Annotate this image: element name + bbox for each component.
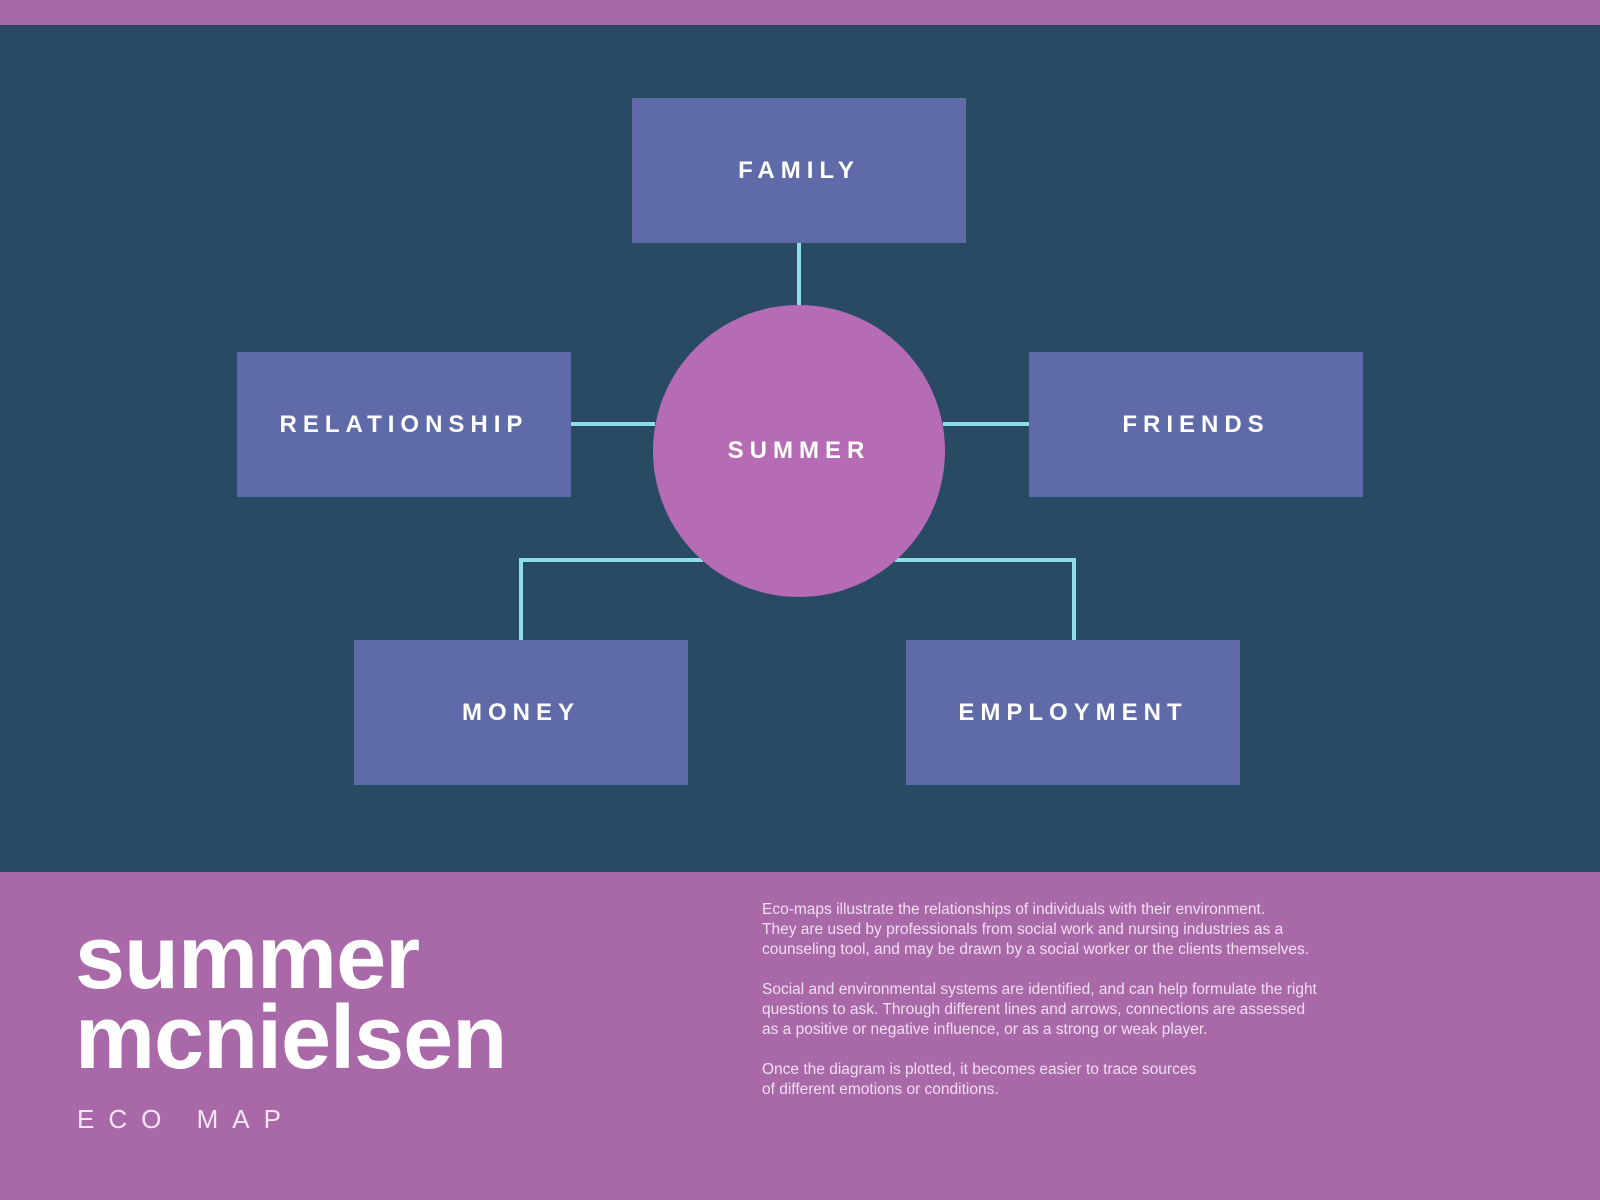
description-line: as a positive or negative influence, or … (762, 1021, 1208, 1038)
description-line: questions to ask. Through different line… (762, 1001, 1306, 1018)
node-employment: EMPLOYMENT (906, 640, 1240, 785)
center-node-label: SUMMER (727, 437, 871, 464)
node-friends: FRIENDS (1029, 352, 1363, 497)
node-money-label: MONEY (461, 698, 580, 726)
description-paragraph: Once the diagram is plotted, it becomes … (762, 1060, 1402, 1100)
description-line: Once the diagram is plotted, it becomes … (762, 1061, 1197, 1078)
node-family-label: FAMILY (738, 156, 860, 184)
node-money: MONEY (354, 640, 688, 785)
top-accent-strip (0, 0, 1600, 25)
person-name-title: summer mcnielsen (75, 908, 507, 1088)
description-paragraph: Eco-maps illustrate the relationships of… (762, 900, 1402, 960)
node-relationship: RELATIONSHIP (237, 352, 571, 497)
description-text: Eco-maps illustrate the relationships of… (762, 900, 1402, 1120)
connector-employment (895, 558, 1076, 640)
eco-map-subtitle: ECO MAP (77, 1104, 295, 1134)
description-paragraph: Social and environmental systems are ide… (762, 980, 1402, 1040)
center-node: SUMMER (653, 305, 945, 597)
node-friends-label: FRIENDS (1122, 410, 1270, 438)
name-line-first: summer (75, 908, 420, 1008)
footer-band (0, 872, 1600, 1200)
description-line: counseling tool, and may be drawn by a s… (762, 941, 1310, 958)
description-line: of different emotions or conditions. (762, 1081, 999, 1098)
description-line: Social and environmental systems are ide… (762, 981, 1317, 998)
connector-money (519, 558, 703, 640)
node-employment-label: EMPLOYMENT (958, 698, 1188, 726)
node-relationship-label: RELATIONSHIP (279, 410, 529, 438)
description-line: They are used by professionals from soci… (762, 921, 1284, 938)
node-family: FAMILY (632, 98, 966, 243)
name-line-last: mcnielsen (75, 988, 507, 1088)
description-line: Eco-maps illustrate the relationships of… (762, 901, 1266, 918)
